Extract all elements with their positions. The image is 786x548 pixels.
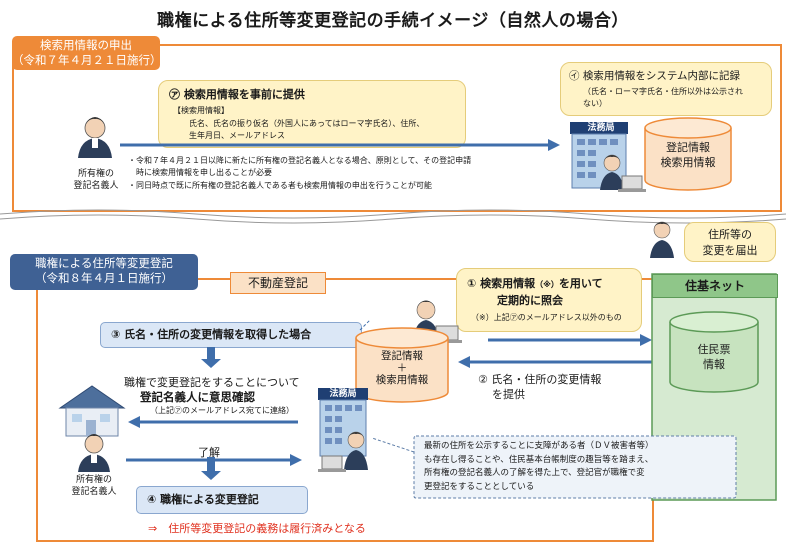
callout-periodic-query: ① 検索用情報（※）を用いて 定期的に照会 （※）上記㋐のメールアドレス以外のも… [456,268,642,332]
top-section-tag: 検索用情報の申出 （令和７年４月２１日施行） [12,36,162,70]
bottom-owner-label-line2: 登記名義人 [71,487,117,497]
callout1-line1: ① 検索用情報（※）を用いて [467,275,603,291]
callout-provide-info-title: ㋐ 検索用情報を事前に提供 [169,88,305,101]
down-arrow-2 [201,457,221,480]
top-owner-label-line1: 所有権の [77,169,114,179]
owner-person-icon [78,117,112,158]
resident-person-icon [650,221,674,258]
bottom-owner-person-icon [78,434,110,472]
clerk-icon [600,154,646,192]
confirm-line3: （上記㋐のメールアドレス宛てに連絡） [150,406,294,415]
top-owner-label: 所有権の 登記名義人 [66,168,126,192]
record-note2: ない） [583,99,607,108]
top-owner-label-line2: 登記名義人 [73,181,119,191]
dv-note: 最新の住所を公示することに支障がある者（ＤＶ被害者等） も存在し得ることや、住民… [424,440,654,494]
jyumin-label: 住民票 情報 [670,342,758,372]
top-note2: ・同日時点で既に所有権の登記名義人である者も検索用情報の申出を行うことが可能 [128,181,432,190]
bottom-section-tag: 職権による住所等変更登記 （令和８年４月１日施行） [10,254,198,290]
confirm-line2: 登記名義人に意思確認 [140,390,255,404]
dv-line2: も存在し得ることや、住民基本台帳制度の趣旨等を踏まえ、 [424,454,654,465]
jyumin-database-icon [669,311,759,393]
bottom-tag-line2: （令和８年４月１日施行） [35,271,173,285]
info-label: 【検索用情報】 [173,106,229,115]
bottom-owner-label-line1: 所有権の [75,475,112,485]
bottom-owner-label: 所有権の 登記名義人 [64,474,124,498]
step2-line2: を提供 [492,388,525,401]
house-icon [58,385,126,437]
top-note1a: ・令和７年４月２１日以降に新たに所有権の登記名義人となる場合、原則として、その登… [128,156,472,165]
move-callout: 住所等の 変更を届出 [684,222,776,262]
fudosan-label: 不動産登記 [230,272,326,294]
jyuki-header: 住基ネット [652,274,778,298]
top-db-label: 登記情報 検索用情報 [645,140,731,170]
callout-record-info-title: ㋑ 検索用情報をシステム内部に記録 [569,70,741,82]
jyumin-line1: 住民票 [697,343,731,356]
bottom-db-label: 登記情報 ＋ 検索用情報 [356,350,448,386]
dv-line3: 所有権の登記名義人の了解を得た上で、登記官が職権で変 [424,468,645,478]
callout1-sub: （※）上記㋐のメールアドレス以外のもの [471,313,622,322]
step3-box: ③ 氏名・住所の変更情報を取得した場合 [100,322,362,348]
step2-text: ② 氏名・住所の変更情報 を提供 [478,372,601,402]
callout-provide-info: ㋐ 検索用情報を事前に提供 【検索用情報】 氏名、氏名の振り仮名（外国人にあって… [158,80,466,148]
bottom-db-line2: ＋ [396,362,408,374]
top-tag-line2: （令和７年４月２１日施行） [12,53,162,67]
top-note1b: 時に検索用情報を申し出ることが必要 [136,168,272,177]
top-legal-office-label: 法務局 [587,123,615,133]
callout1-line2: 定期的に照会 [497,294,563,307]
callout-record-info: ㋑ 検索用情報をシステム内部に記録 （氏名・ローマ字氏名・住所以外は公示され な… [560,62,772,116]
bottom-database-icon [355,327,449,403]
jyumin-line2: 情報 [703,358,725,371]
info-line1: 氏名、氏名の振り仮名（外国人にあってはローマ字氏名）、住所、 [189,119,425,128]
bottom-db-line1: 登記情報 [381,350,423,362]
step4-box: ④ 職権による変更登記 [136,486,308,514]
top-db-line1: 登記情報 [666,141,710,154]
dv-line4: 更登記をすることとしている [424,481,535,492]
callout1-prefix: ① 検索用情報 [467,277,536,290]
down-arrow-1 [201,347,221,368]
callout1-note: （※） [535,280,559,289]
callout1-suffix: を用いて [558,277,603,290]
ryokai-label: 了解 [198,446,220,459]
dv-line1: 最新の住所を公示することに支障がある者（ＤＶ被害者等） [424,441,654,451]
bottom-clerk-icon [318,431,368,472]
top-tag-line1: 検索用情報の申出 [40,38,132,52]
bottom-db-line3: 検索用情報 [375,374,429,386]
top-database-icon [644,117,732,191]
page-title: 職権による住所等変更登記の手続イメージ（自然人の場合） [157,11,629,31]
record-note1: （氏名・ローマ字氏名・住所以外は公示され [583,87,743,96]
result-text: ⇒ 住所等変更登記の義務は履行済みとなる [148,522,366,535]
confirm-line1: 職権で変更登記をすることについて [124,376,300,389]
bottom-tag-line1: 職権による住所等変更登記 [35,256,173,270]
move-callout-line1: 住所等の [708,228,752,241]
step2-line1: ② 氏名・住所の変更情報 [478,373,602,386]
bottom-legal-office-label: 法務局 [329,389,357,399]
top-db-line2: 検索用情報 [660,156,716,169]
info-line2: 生年月日、メールアドレス [189,131,285,140]
move-callout-line2: 変更を届出 [702,244,758,257]
